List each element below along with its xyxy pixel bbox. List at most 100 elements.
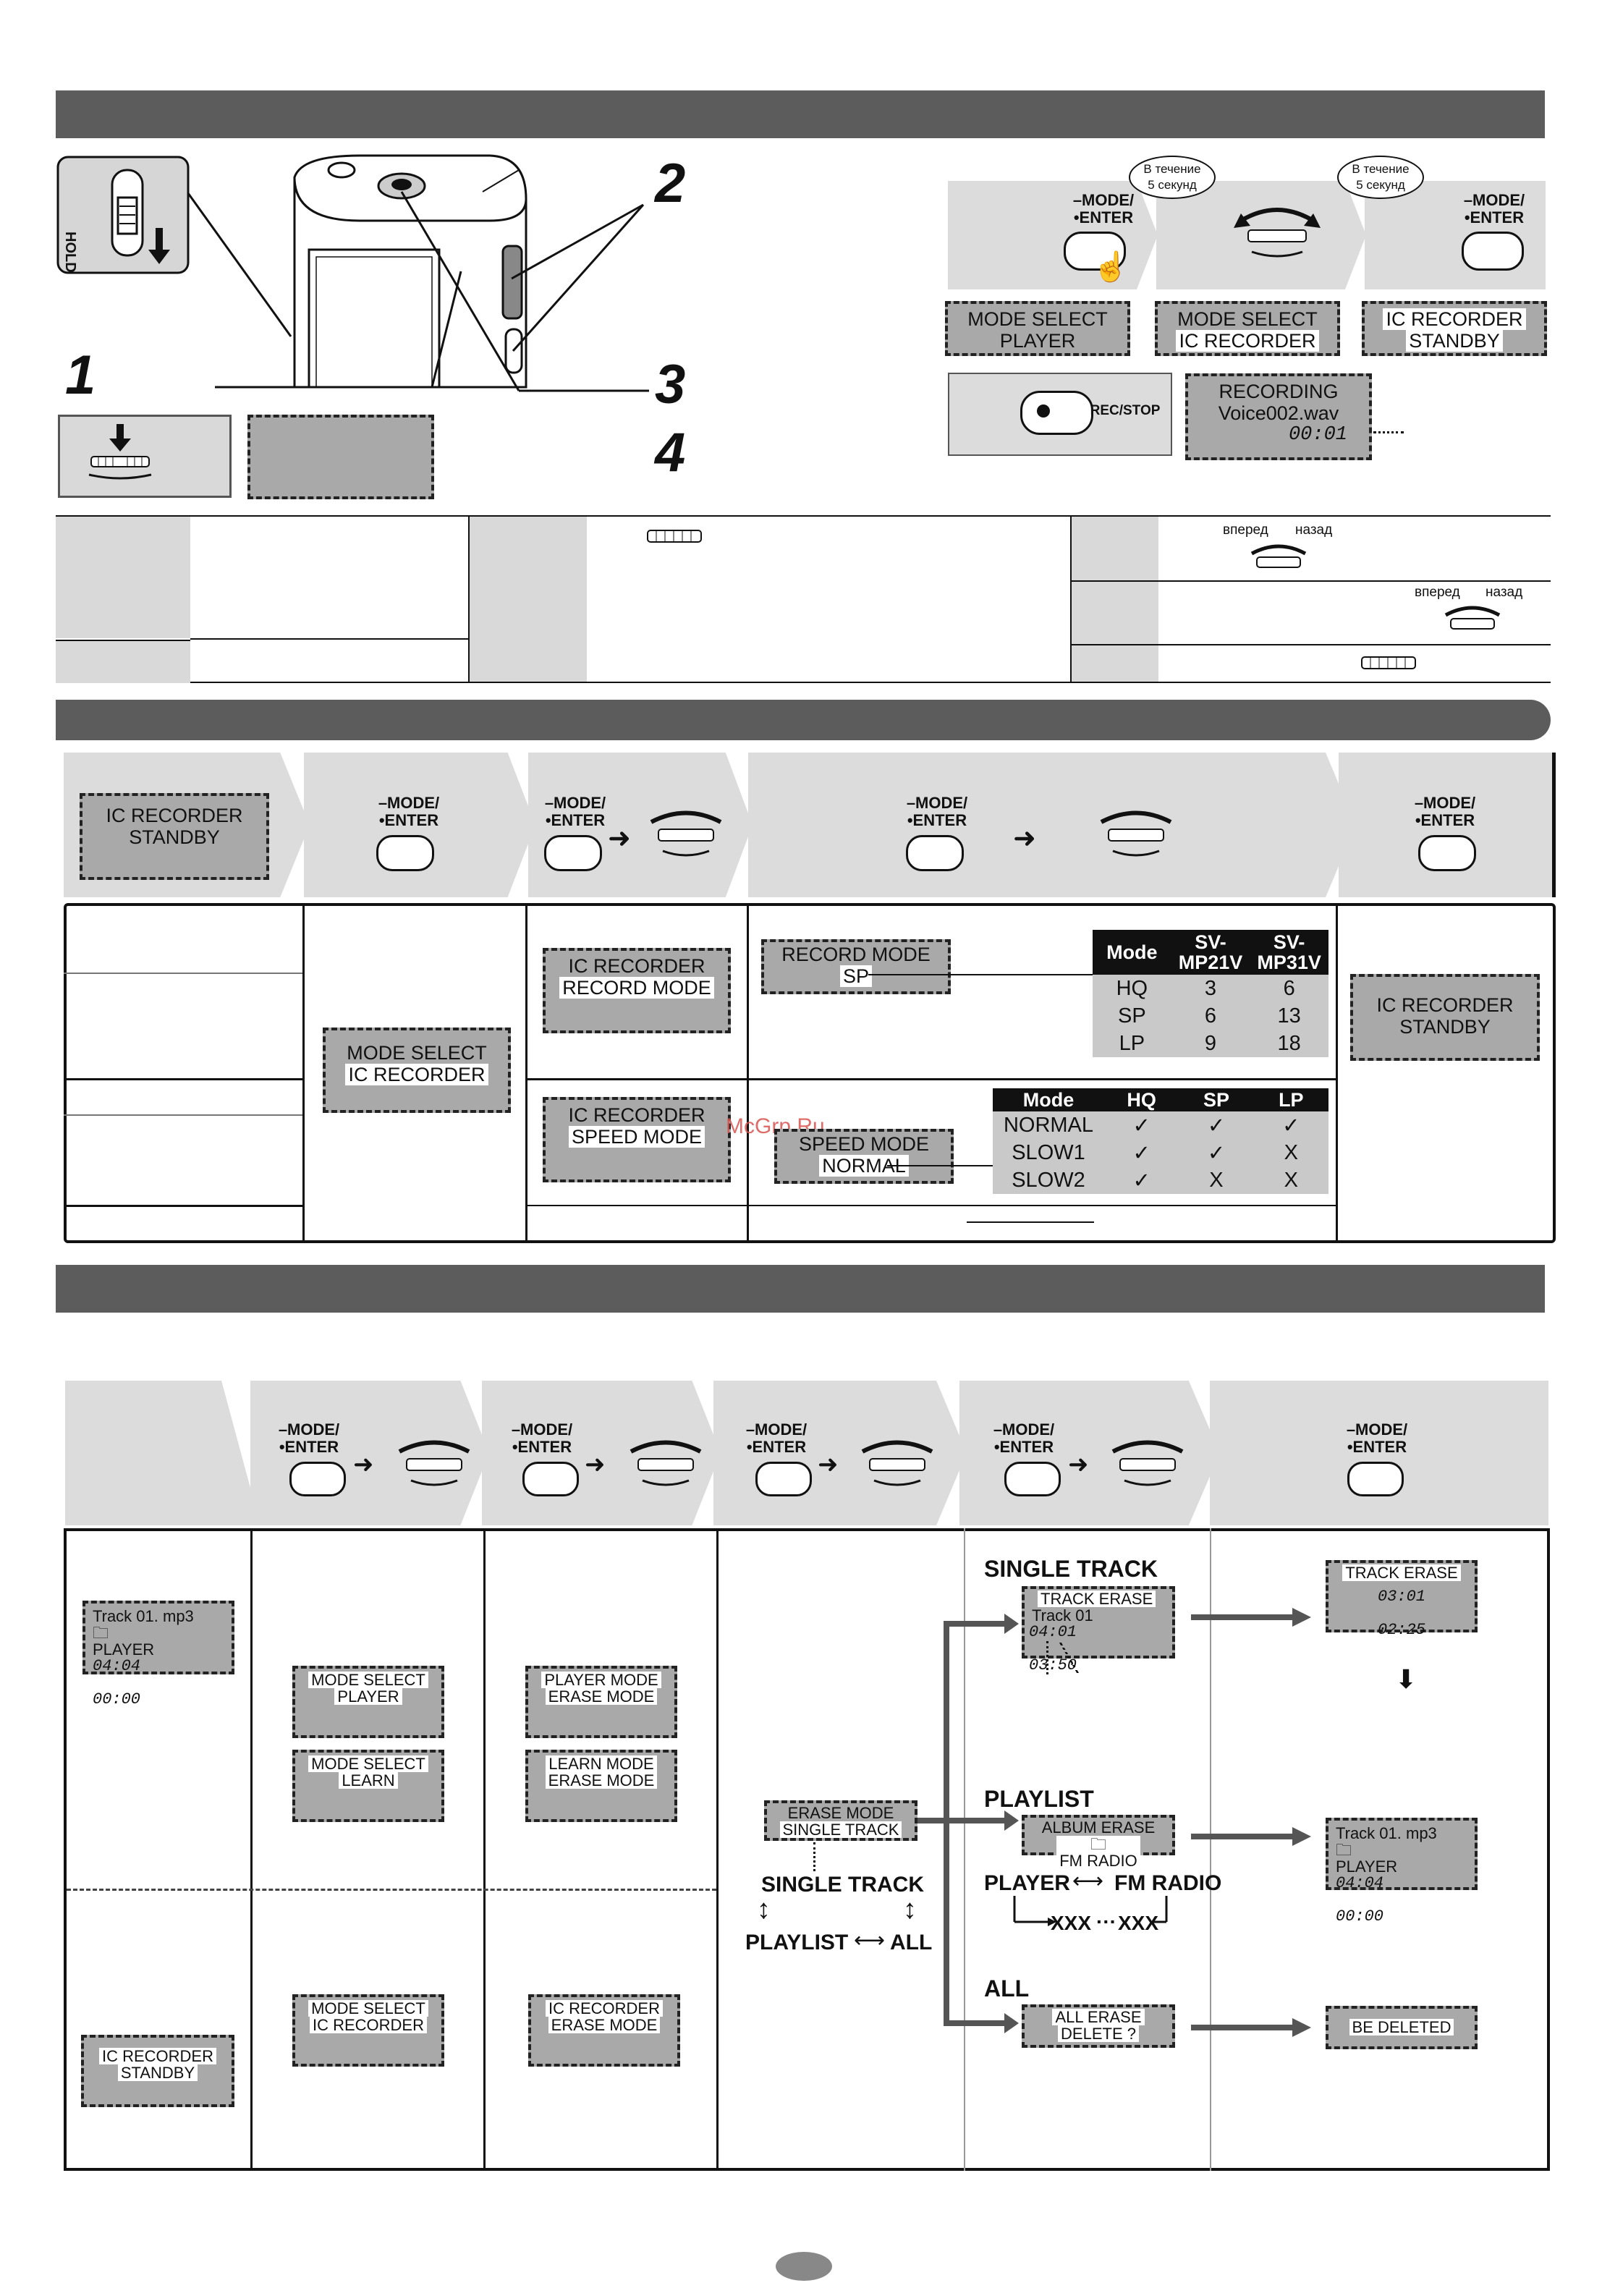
empty-lcd-box (247, 415, 434, 499)
mode-enter-label: –MODE/•ENTER (897, 795, 977, 829)
lcd-line: PLAYER (999, 330, 1076, 352)
lcd-line: SPEED MODE (798, 1133, 930, 1155)
mode-enter-button[interactable] (755, 1462, 812, 1496)
mode-enter-button-a[interactable] (1064, 232, 1126, 271)
mode-enter-button[interactable] (1004, 1462, 1061, 1496)
rec-table-cell: 6 (1171, 1002, 1250, 1030)
mode-enter-label: –MODE/•ENTER (502, 1421, 582, 1456)
playlist-title: PLAYLIST (984, 1786, 1094, 1812)
mode-enter-button[interactable] (376, 835, 434, 871)
mode-label: –MODE/ (1072, 191, 1135, 209)
mode-enter-button-b[interactable] (1462, 232, 1524, 271)
hold-switch-label: HOLD (62, 232, 78, 273)
lcd-line: MODE SELECT (1177, 308, 1318, 330)
mode-flow-step2 (528, 753, 753, 897)
result-arrow (1191, 1827, 1311, 1846)
lcd-line: IC RECORDER (568, 955, 705, 977)
erase-dashed-divider (67, 1889, 716, 1891)
section-band-3 (56, 1265, 1545, 1313)
playlist-cycle-xxx1: XXX (1051, 1912, 1092, 1934)
enter-label: •ENTER (1415, 811, 1475, 829)
lcd-timer: 03:50 (1029, 1656, 1077, 1674)
lcd-line: IC RECORDER (106, 805, 243, 826)
jog-dial-rotate-icon (1111, 1440, 1184, 1486)
speed-table-cell: SLOW2 (993, 1166, 1104, 1194)
jog-dial-rotate-icon (398, 1440, 470, 1486)
lcd-timer: 00:00 (93, 1690, 141, 1708)
rec-stop-label: REC/STOP (1090, 403, 1161, 418)
mode-enter-button[interactable] (1418, 835, 1476, 871)
all-title: ALL (984, 1975, 1030, 2001)
mode-enter-label: –MODE/•ENTER (737, 1421, 816, 1456)
cycle-playlist: PLAYLIST (745, 1931, 849, 1954)
mode-label: –MODE/ (544, 794, 606, 812)
erase-flow-step3 (713, 1381, 967, 1525)
mode-enter-button[interactable] (1347, 1462, 1404, 1496)
speed-table-cell: ✓ (1103, 1111, 1179, 1139)
mode-enter-label-b: –MODE/•ENTER (1454, 192, 1534, 226)
mode-enter-button[interactable] (906, 835, 964, 871)
lcd-line: ALBUM ERASE (1041, 1818, 1156, 1837)
rec-flow-step1 (948, 181, 1158, 289)
jog-dial-icon (1361, 656, 1416, 669)
dotted-leader (813, 1842, 815, 1871)
mode-label: –MODE/ (278, 1420, 340, 1439)
mode-enter-label: –MODE/•ENTER (1337, 1421, 1417, 1456)
rec-table-cell: 18 (1250, 1030, 1328, 1057)
info-cell-label (470, 517, 587, 682)
mode-table-divider (525, 903, 527, 1243)
speed-col-header: HQ (1103, 1088, 1179, 1111)
enter-label: •ENTER (1464, 208, 1525, 226)
branch-arrows (917, 1614, 1019, 2033)
lcd-line: IC RECORDER (545, 2000, 663, 2017)
playlist-cycle-player: PLAYER (984, 1871, 1070, 1895)
lcd-timer: 00:00 (1336, 1907, 1384, 1926)
lcd-line: STANDBY (129, 826, 220, 848)
mode-table-frame (64, 903, 1556, 1243)
rec-table-cell: SP (1093, 1002, 1171, 1030)
step-number-4: 4 (655, 422, 686, 483)
mode-label: –MODE/ (378, 794, 440, 812)
rec-table-cell: 13 (1250, 1002, 1328, 1030)
enter-label: •ENTER (1073, 208, 1134, 226)
mode-label: –MODE/ (745, 1420, 808, 1439)
lcd-line: TRACK ERASE (1038, 1590, 1156, 1607)
speed-table-row: NORMAL✓✓✓ (993, 1111, 1328, 1139)
speed-table-row: SLOW1✓✓X (993, 1139, 1328, 1166)
underline-mark (967, 1221, 1094, 1223)
erase-table-frame (64, 1528, 1550, 2171)
enter-label: •ENTER (378, 811, 439, 829)
lcd-timer: 02:25 (1377, 1621, 1425, 1639)
erase-divider (964, 1528, 965, 2171)
rec-stop-button[interactable] (1020, 391, 1093, 435)
cycle-arrow-icon: ↕ (757, 1894, 771, 1925)
press-hand-icon: ☝ (1093, 251, 1129, 283)
mode-enter-button[interactable] (544, 835, 602, 871)
speed-table-cell: SLOW1 (993, 1139, 1104, 1166)
mode-table-divider (1336, 903, 1338, 1243)
speed-table-cell: X (1253, 1139, 1328, 1166)
lcd-line: STANDBY (117, 2064, 198, 2081)
rec-table-cell: 9 (1171, 1030, 1250, 1057)
enter-label: •ENTER (907, 811, 967, 829)
mode-enter-button[interactable] (522, 1462, 579, 1496)
mode-enter-button[interactable] (289, 1462, 346, 1496)
cycle-arrow-icon: ⟷ (1072, 1869, 1104, 1893)
erase-flow-step1 (250, 1381, 489, 1525)
lcd-line: MODE SELECT (967, 308, 1108, 330)
rec-col-header: SV-MP21V (1171, 930, 1250, 975)
